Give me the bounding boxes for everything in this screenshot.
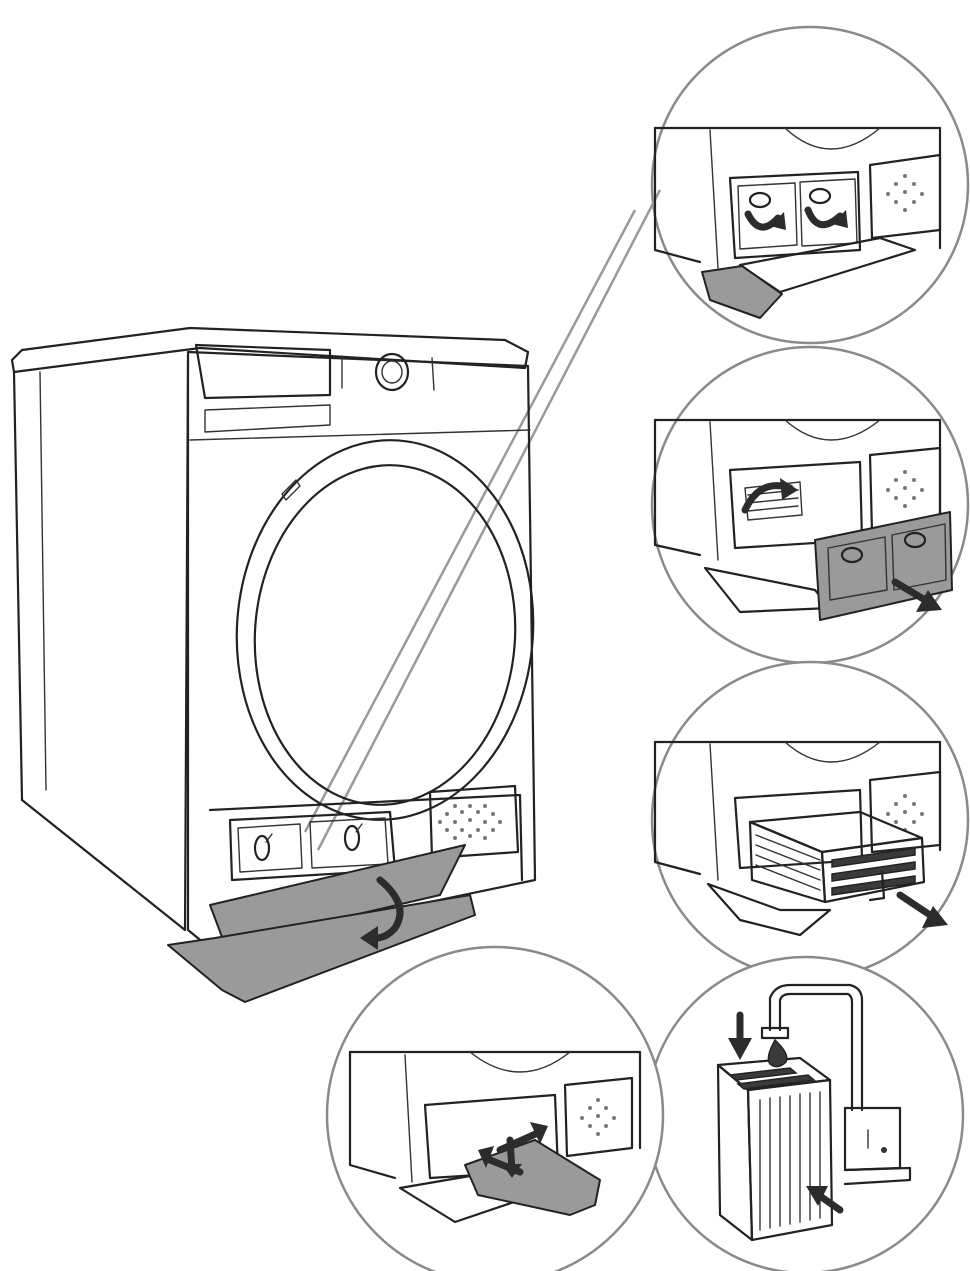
condenser-unit-icon: [716, 1056, 834, 1242]
wipe-arrows-icon: [478, 1122, 548, 1178]
step-2-remove-cover: [653, 418, 953, 621]
callout-step-5: [325, 945, 665, 1271]
pull-out-arrow-icon: [896, 891, 934, 919]
plinth-flap-icon: [701, 265, 783, 319]
condenser-unit-icon: [748, 810, 926, 904]
step-1-open-plinth: [653, 126, 942, 319]
step-3-pull-out-condenser: [653, 740, 948, 937]
sponge-icon: [464, 1139, 601, 1216]
zoom-leader-lines: [303, 189, 662, 851]
plinth-flap-icon: [209, 844, 466, 946]
push-arrow-icon: [816, 1192, 844, 1214]
lock-lever-icon: [253, 834, 271, 862]
program-knob-icon: [374, 352, 410, 392]
water-tap-icon: [760, 983, 912, 1186]
step-5-clean-seals: [348, 1050, 642, 1224]
callout-step-2: [650, 345, 970, 665]
callout-step-4: [645, 955, 965, 1271]
dryer-door-icon: [235, 439, 535, 821]
rotate-lock-arrow-icon: [744, 210, 782, 231]
dryer-main-view: [10, 326, 537, 1003]
callout-step-1: [650, 25, 970, 345]
step-4-rinse-condenser: [716, 983, 912, 1242]
rotate-arrow-icon: [366, 876, 404, 942]
pull-out-arrow-icon: [891, 578, 929, 604]
vent-grill-icon: [428, 784, 520, 860]
lock-lever-icon: [343, 824, 361, 852]
water-drop-icon: [767, 1038, 788, 1068]
callout-step-3: [650, 660, 970, 980]
